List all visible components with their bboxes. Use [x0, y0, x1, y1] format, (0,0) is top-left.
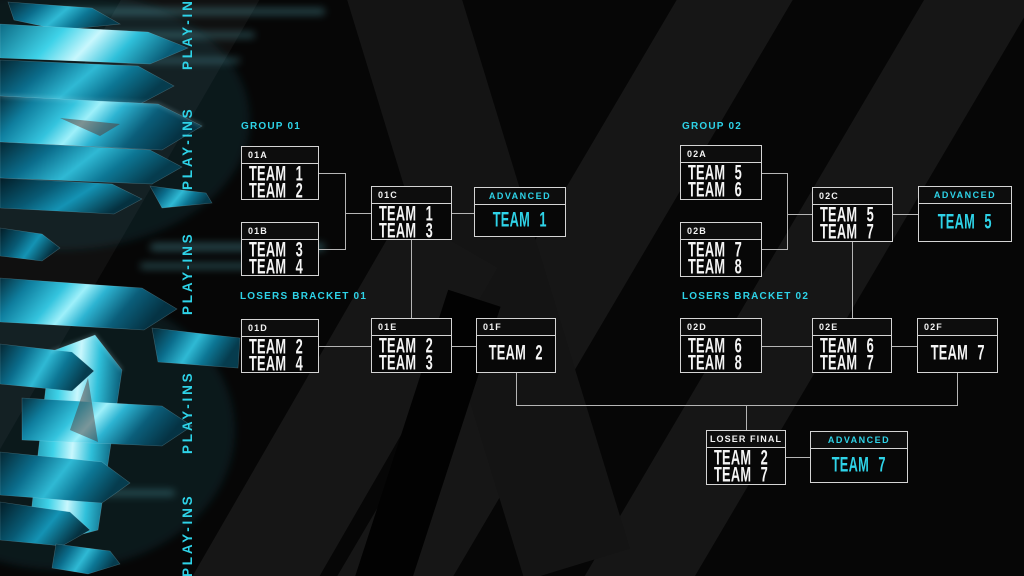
- match-id: 01C: [378, 190, 398, 200]
- advanced-label: ADVANCED: [933, 190, 997, 200]
- match-box-header: 01A: [242, 147, 318, 164]
- match-id: 02F: [924, 322, 943, 332]
- advanced-team-name: TEAM 1: [492, 208, 547, 232]
- match-box-02e: 02E TEAM 6 TEAM 7: [812, 318, 892, 375]
- match-box-header: 02C: [813, 188, 892, 205]
- team-name: TEAM 7: [688, 239, 742, 262]
- match-id: 01E: [378, 322, 398, 332]
- match-id: 01F: [483, 322, 502, 332]
- match-box-header: LOSER FINAL: [707, 431, 785, 448]
- diagonal-band: [0, 0, 292, 576]
- match-id: 01A: [248, 150, 268, 160]
- team-name: TEAM 2: [379, 335, 433, 358]
- advanced-box-header: ADVANCED: [475, 188, 565, 205]
- section-label-group-02: GROUP 02: [682, 121, 742, 132]
- match-id: 02C: [819, 191, 839, 201]
- match-id: LOSER FINAL: [709, 434, 783, 444]
- match-box-02c: 02C TEAM 5 TEAM 7: [812, 187, 893, 244]
- match-box-02d: 02D TEAM 6 TEAM 8: [680, 318, 762, 375]
- match-box-header: 02E: [813, 319, 891, 336]
- team-name: TEAM 2: [488, 342, 543, 366]
- advanced-box-header: ADVANCED: [811, 432, 907, 449]
- match-box-01b: 01B TEAM 3 TEAM 4: [241, 222, 319, 279]
- match-box-01f: 01F TEAM 2: [476, 318, 556, 373]
- match-box-header: 01C: [372, 187, 451, 204]
- match-box-header: 01D: [242, 320, 318, 337]
- match-box-header: 01E: [372, 319, 451, 336]
- match-id: 02A: [687, 149, 707, 159]
- team-name: TEAM 5: [688, 162, 742, 185]
- team-name: TEAM 3: [379, 352, 433, 375]
- team-name: TEAM 8: [688, 256, 742, 279]
- team-name: TEAM 7: [930, 342, 985, 366]
- advanced-box-group-02: ADVANCED TEAM 5: [918, 186, 1012, 242]
- match-id: 02E: [819, 322, 839, 332]
- team-name: TEAM 6: [820, 335, 874, 358]
- match-box-02a: 02A TEAM 5 TEAM 6: [680, 145, 762, 202]
- team-name: TEAM 2: [249, 180, 303, 203]
- playins-vertical-label: PLAY-INS: [180, 106, 195, 190]
- match-id: 02B: [687, 226, 707, 236]
- diagonal-band: [362, 0, 1024, 576]
- advanced-team-name: TEAM 7: [831, 453, 886, 477]
- match-box-header: 02D: [681, 319, 761, 336]
- playins-vertical-label: PLAY-INS: [180, 370, 195, 454]
- team-name: TEAM 3: [379, 220, 433, 243]
- team-name: TEAM 4: [249, 256, 303, 279]
- match-box-02f: 02F TEAM 7: [917, 318, 998, 373]
- diagonal-band: [115, 0, 1015, 576]
- playins-vertical-label: PLAY-INS: [180, 493, 195, 576]
- match-box-02b: 02B TEAM 7 TEAM 8: [680, 222, 762, 279]
- playins-vertical-label: PLAY-INS: [180, 231, 195, 315]
- team-name: TEAM 7: [820, 352, 874, 375]
- match-box-01c: 01C TEAM 1 TEAM 3: [371, 186, 452, 243]
- advanced-team-name: TEAM 5: [937, 210, 992, 234]
- match-box-header: 02B: [681, 223, 761, 240]
- match-box-header: 02F: [918, 319, 997, 336]
- team-name: TEAM 1: [379, 203, 433, 226]
- match-box-header: 01F: [477, 319, 555, 336]
- match-box-01d: 01D TEAM 2 TEAM 4: [241, 319, 319, 376]
- advanced-label: ADVANCED: [827, 435, 891, 445]
- team-name: TEAM 6: [688, 179, 742, 202]
- team-name: TEAM 2: [249, 336, 303, 359]
- match-box-loser-final: LOSER FINAL TEAM 2 TEAM 7: [706, 430, 786, 487]
- team-name: TEAM 7: [714, 464, 768, 487]
- team-name: TEAM 8: [688, 352, 742, 375]
- team-name: TEAM 7: [820, 221, 874, 244]
- advanced-box-loser-final: ADVANCED TEAM 7: [810, 431, 908, 483]
- crystal-art: [0, 0, 325, 575]
- section-label-losers-bracket-02: LOSERS BRACKET 02: [682, 291, 810, 302]
- advanced-box-group-01: ADVANCED TEAM 1: [474, 187, 566, 237]
- section-label-group-01: GROUP 01: [241, 121, 301, 132]
- diagonal-band: [320, 0, 630, 576]
- team-name: TEAM 5: [820, 204, 874, 227]
- advanced-box-header: ADVANCED: [919, 187, 1011, 204]
- team-name: TEAM 2: [714, 447, 768, 470]
- match-box-header: 02A: [681, 146, 761, 163]
- section-label-losers-bracket-01: LOSERS BRACKET 01: [240, 291, 368, 302]
- team-name: TEAM 6: [688, 335, 742, 358]
- playins-vertical-label: PLAY-INS: [180, 0, 195, 70]
- match-id: 01D: [248, 323, 268, 333]
- match-box-01a: 01A TEAM 1 TEAM 2: [241, 146, 319, 203]
- advanced-label: ADVANCED: [488, 191, 552, 201]
- match-box-01e: 01E TEAM 2 TEAM 3: [371, 318, 452, 375]
- match-id: 01B: [248, 226, 268, 236]
- team-name: TEAM 3: [249, 239, 303, 262]
- team-name: TEAM 1: [249, 163, 303, 186]
- match-id: 02D: [687, 322, 707, 332]
- team-name: TEAM 4: [249, 353, 303, 376]
- match-box-header: 01B: [242, 223, 318, 240]
